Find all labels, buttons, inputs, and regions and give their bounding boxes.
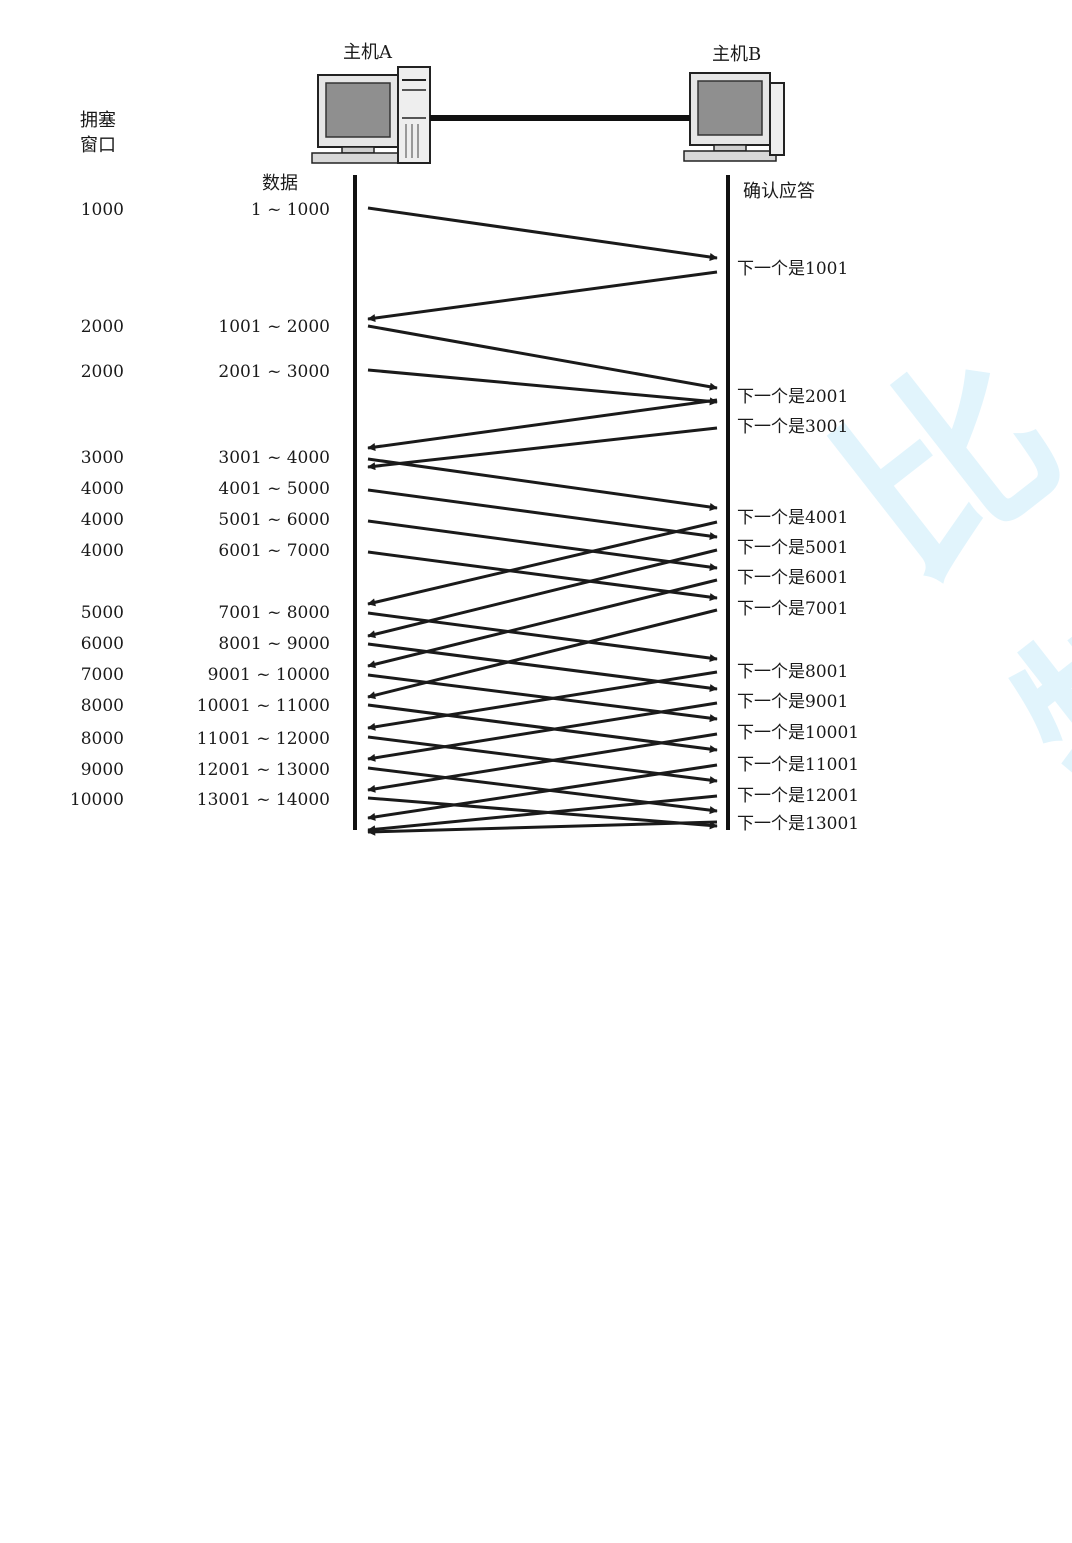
cwnd-header: 拥塞 窗口 — [80, 110, 116, 156]
ack-arrow — [367, 670, 718, 731]
ack-arrow — [367, 548, 718, 639]
data-segment-arrow — [367, 324, 718, 391]
ack-arrow — [367, 426, 718, 471]
cwnd-value: 8000 — [80, 729, 124, 749]
cwnd-value: 2000 — [80, 317, 124, 337]
ack-arrow — [367, 398, 718, 451]
ack-arrow — [367, 820, 718, 836]
data-segment-arrow — [367, 488, 718, 541]
host-a-label: 主机A — [343, 42, 392, 63]
segment-range: 5001 ~ 6000 — [218, 510, 330, 530]
computer-a-icon — [311, 66, 431, 164]
ack-arrow — [367, 794, 718, 834]
ack-arrows — [367, 270, 718, 836]
host-b-label: 主机B — [712, 44, 762, 65]
segment-range: 1001 ~ 2000 — [218, 317, 330, 337]
cwnd-value: 10000 — [69, 790, 124, 810]
data-segment-arrow — [367, 550, 718, 602]
ack-arrow — [367, 732, 718, 793]
cwnd-value: 4000 — [80, 479, 124, 499]
cwnd-value: 4000 — [80, 541, 124, 561]
timeline-canvas — [311, 66, 785, 836]
cwnd-value: 2000 — [80, 362, 124, 382]
ack-label: 下一个是7001 — [737, 599, 849, 619]
segment-range: 1 ~ 1000 — [250, 200, 330, 220]
data-segment-arrows — [367, 206, 718, 830]
ack-label: 下一个是8001 — [737, 662, 849, 682]
ack-label: 下一个是13001 — [737, 814, 860, 834]
ack-arrow — [367, 578, 718, 669]
segment-range: 6001 ~ 7000 — [218, 541, 330, 561]
ack-label: 下一个是11001 — [737, 755, 860, 775]
cwnd-value: 5000 — [80, 603, 124, 623]
data-segment-arrow — [367, 766, 718, 815]
ack-label: 下一个是5001 — [737, 538, 849, 558]
data-header: 数据 — [262, 173, 298, 194]
segment-range: 8001 ~ 9000 — [218, 634, 330, 654]
congestion-window-diagram: 比特就业课 主机A 主机B 拥塞 窗口 数据 确认应答 1000 2000 20… — [69, 42, 1072, 850]
data-segment-arrow — [367, 206, 718, 261]
ack-header: 确认应答 — [743, 181, 815, 202]
cwnd-value: 3000 — [80, 448, 124, 468]
ack-arrow — [367, 701, 718, 762]
segment-range: 4001 ~ 5000 — [218, 479, 330, 499]
data-segment-arrow — [367, 368, 718, 406]
ack-label: 下一个是3001 — [737, 417, 849, 437]
data-segment-arrow — [367, 519, 718, 572]
ack-arrow — [367, 763, 718, 821]
data-segment-arrow — [367, 457, 718, 511]
segment-range: 3001 ~ 4000 — [218, 448, 330, 468]
cwnd-value: 9000 — [80, 760, 124, 780]
cwnd-value: 8000 — [80, 696, 124, 716]
segment-range: 13001 ~ 14000 — [196, 790, 330, 810]
ack-label: 下一个是2001 — [737, 387, 849, 407]
ack-label: 下一个是1001 — [737, 259, 849, 279]
segment-range: 10001 ~ 11000 — [196, 696, 330, 716]
cwnd-value: 6000 — [80, 634, 124, 654]
segment-range: 7001 ~ 8000 — [218, 603, 330, 623]
ack-arrow — [367, 608, 718, 700]
segment-range: 11001 ~ 12000 — [196, 729, 330, 749]
segment-range: 12001 ~ 13000 — [196, 760, 330, 780]
ack-arrow — [367, 520, 718, 607]
cwnd-value: 7000 — [80, 665, 124, 685]
ack-label: 下一个是12001 — [737, 786, 860, 806]
segment-range: 9001 ~ 10000 — [207, 665, 330, 685]
ack-arrow — [367, 270, 718, 323]
ack-label: 下一个是9001 — [737, 692, 849, 712]
cwnd-value: 1000 — [80, 200, 124, 220]
cwnd-value: 4000 — [80, 510, 124, 530]
segment-range: 2001 ~ 3000 — [218, 362, 330, 382]
computer-b-icon — [683, 72, 785, 162]
ack-label: 下一个是10001 — [737, 723, 860, 743]
ack-label: 下一个是6001 — [737, 568, 849, 588]
ack-label: 下一个是4001 — [737, 508, 849, 528]
